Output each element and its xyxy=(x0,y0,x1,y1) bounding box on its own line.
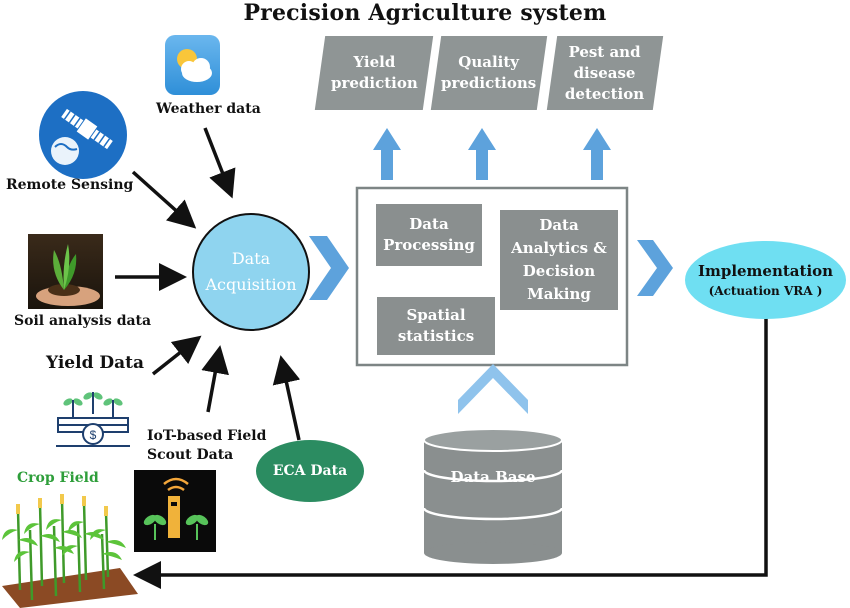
chevron-to-implementation xyxy=(637,240,673,296)
analytics-label: Data Analytics & Decision Making xyxy=(511,216,607,303)
iot-field-scout-label: IoT-based Field Scout Data xyxy=(147,428,267,463)
arrow-weather xyxy=(203,127,236,199)
soil-plant-icon xyxy=(28,234,103,309)
implementation-subtitle: (Actuation VRA ) xyxy=(708,284,823,298)
database-cylinder xyxy=(422,428,564,564)
up-arrow-quality xyxy=(468,128,496,180)
arrow-remote-sensing xyxy=(131,170,197,229)
data-processing-label: Data Processing xyxy=(383,215,475,254)
crop-field-icon xyxy=(0,490,140,608)
soil-analysis-label: Soil analysis data xyxy=(14,313,152,329)
arrow-yield xyxy=(151,335,202,376)
data-acquisition-label: Data Acquisition xyxy=(205,249,297,294)
database-label: Data Base xyxy=(450,468,536,486)
svg-text:$: $ xyxy=(90,428,97,442)
data-acquisition-node: Data Acquisition xyxy=(192,213,310,331)
weather-data-label: Weather data xyxy=(156,101,261,117)
analytics-box: Data Analytics & Decision Making xyxy=(500,210,618,310)
satellite-icon xyxy=(39,91,127,179)
yield-data-label: Yield Data xyxy=(46,353,144,373)
weather-icon xyxy=(165,35,220,95)
up-arrow-yield xyxy=(373,128,401,180)
chevron-up-database xyxy=(458,364,528,414)
chevron-to-process xyxy=(309,236,349,300)
yield-money-icon: $ xyxy=(52,384,134,454)
diagram-title: Precision Agriculture system xyxy=(243,0,607,26)
implementation-title: Implementation xyxy=(697,262,834,280)
spatial-statistics-label: Spatial statistics xyxy=(397,306,475,345)
crop-field-label: Crop Field xyxy=(17,470,99,486)
implementation-node: Implementation (Actuation VRA ) xyxy=(685,241,846,319)
up-arrow-pest xyxy=(583,128,611,180)
arrow-iot xyxy=(201,345,229,413)
spatial-statistics-box: Spatial statistics xyxy=(377,297,495,355)
arrow-feedback xyxy=(133,318,768,589)
iot-sensor-icon xyxy=(134,470,216,552)
arrow-eca xyxy=(272,355,301,441)
remote-sensing-label: Remote Sensing xyxy=(6,177,134,193)
data-processing-box: Data Processing xyxy=(376,204,482,266)
eca-data-node: ECA Data xyxy=(256,440,364,502)
eca-data-label: ECA Data xyxy=(272,463,348,479)
